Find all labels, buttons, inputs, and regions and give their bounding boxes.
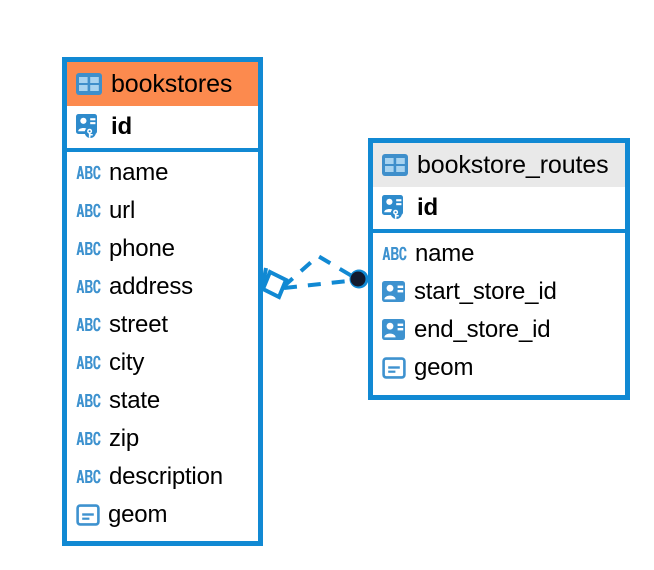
field-name: street <box>109 311 168 338</box>
field-name: end_store_id <box>414 316 551 343</box>
field-list-bookstore-routes: name start_store_id <box>373 233 625 391</box>
field-name: address <box>109 273 193 300</box>
field-row[interactable]: street <box>67 306 258 344</box>
text-type-icon <box>76 279 101 295</box>
field-name: id <box>111 113 132 140</box>
table-icon <box>76 73 102 95</box>
primary-key-separator <box>67 148 258 152</box>
table-icon <box>382 154 408 176</box>
relationship-line-lower <box>283 278 358 290</box>
diamond-marker <box>260 267 289 300</box>
filled-circle-marker <box>349 269 369 289</box>
field-row[interactable]: end_store_id <box>373 311 625 349</box>
geometry-type-icon <box>76 504 100 526</box>
field-name: name <box>109 159 169 186</box>
primary-key-icon <box>382 195 409 221</box>
field-name: state <box>109 387 161 414</box>
field-row[interactable]: name <box>67 154 258 192</box>
field-list-bookstores: name url <box>67 152 258 538</box>
field-row[interactable]: start_store_id <box>373 273 625 311</box>
text-type-icon <box>76 355 101 371</box>
text-type-icon <box>382 246 407 262</box>
relationship-line-upper <box>281 253 359 289</box>
field-row[interactable]: geom <box>373 349 625 387</box>
field-name: description <box>109 463 223 490</box>
field-name: id <box>417 194 438 221</box>
text-type-icon <box>76 165 101 181</box>
text-type-icon <box>76 241 101 257</box>
field-row-primary-key[interactable]: id <box>67 106 258 148</box>
field-name: zip <box>109 425 140 452</box>
entity-header-bookstores[interactable]: bookstores <box>67 62 258 106</box>
primary-key-separator <box>373 229 625 233</box>
field-row[interactable]: name <box>373 235 625 273</box>
field-name: url <box>109 197 136 224</box>
text-type-icon <box>76 469 101 485</box>
field-row[interactable]: geom <box>67 496 258 534</box>
field-name: city <box>109 349 145 376</box>
field-row[interactable]: zip <box>67 420 258 458</box>
text-type-icon <box>76 317 101 333</box>
field-name: geom <box>414 354 474 381</box>
entity-title: bookstores <box>111 69 233 98</box>
geometry-type-icon <box>382 357 406 379</box>
text-type-icon <box>76 431 101 447</box>
entity-table-bookstore-routes[interactable]: bookstore_routes <box>368 138 630 400</box>
text-type-icon <box>76 393 101 409</box>
foreign-key-icon <box>382 280 406 304</box>
field-name: start_store_id <box>414 278 557 305</box>
field-name: phone <box>109 235 175 262</box>
field-name: geom <box>108 501 168 528</box>
field-row[interactable]: url <box>67 192 258 230</box>
field-row[interactable]: address <box>67 268 258 306</box>
primary-key-icon <box>76 114 103 140</box>
entity-title: bookstore_routes <box>417 150 609 179</box>
text-type-icon <box>76 203 101 219</box>
entity-table-bookstores[interactable]: bookstores <box>62 57 263 546</box>
field-row[interactable]: description <box>67 458 258 496</box>
foreign-key-icon <box>382 318 406 342</box>
field-row[interactable]: city <box>67 344 258 382</box>
field-row-primary-key[interactable]: id <box>373 187 625 229</box>
field-name: name <box>415 240 475 267</box>
field-row[interactable]: phone <box>67 230 258 268</box>
entity-header-bookstore-routes[interactable]: bookstore_routes <box>373 143 625 187</box>
field-row[interactable]: state <box>67 382 258 420</box>
